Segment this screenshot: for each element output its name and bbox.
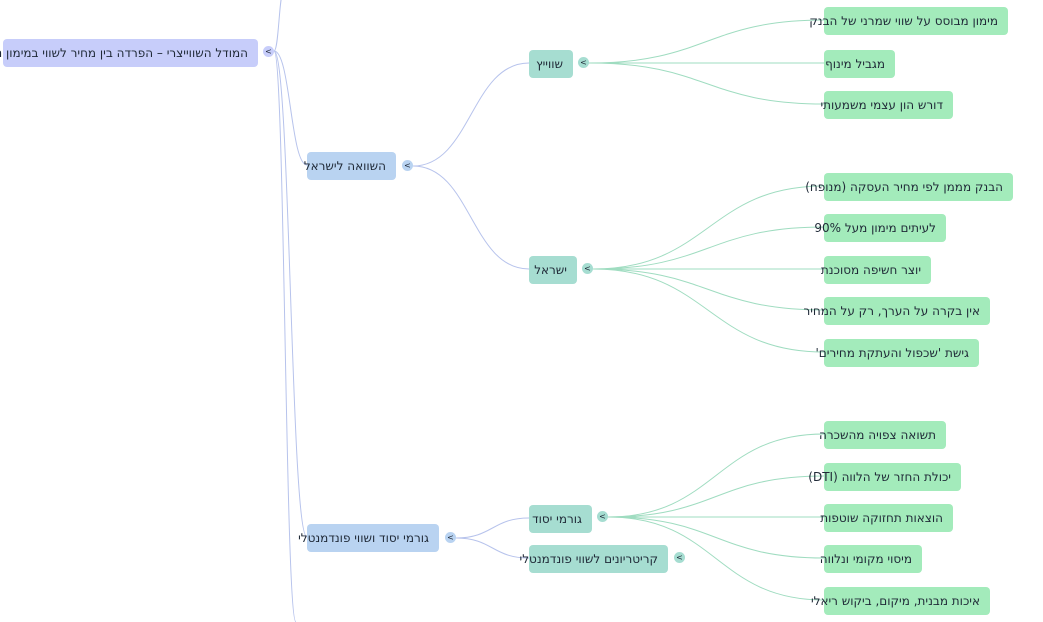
edge-sub-leaf bbox=[607, 516, 825, 601]
leaf-node[interactable]: גישת 'שכפול והעתקת מחירים' bbox=[816, 339, 979, 367]
leaf-node[interactable]: לעיתים מימון מעל 90% bbox=[814, 214, 946, 242]
branch-comparison-collapse-toggle[interactable]: < bbox=[402, 160, 413, 171]
branch-node-comparison-israel[interactable]: השוואה לישראל bbox=[304, 152, 396, 180]
leaf-node[interactable]: אין בקרה על הערך, רק על המחיר bbox=[803, 297, 990, 325]
root-node[interactable]: המודל השווייצרי – הפרדה בין מחיר לשווי ב… bbox=[0, 39, 258, 67]
edge-sub-leaf bbox=[607, 516, 825, 559]
leaf-node[interactable]: מגביל מינוף bbox=[824, 50, 895, 78]
leaf-node[interactable]: מיסוי מקומי ונלווה bbox=[820, 545, 922, 573]
sub-node-israel[interactable]: ישראל bbox=[529, 256, 577, 284]
edge-sub-leaf bbox=[588, 62, 825, 105]
edge-sub-leaf bbox=[588, 19, 825, 64]
sub-node-switzerland[interactable]: שווייץ bbox=[529, 50, 573, 78]
edge-sub-leaf bbox=[607, 475, 825, 518]
leaf-node[interactable]: איכות מבנית, מיקום, ביקוש ריאלי bbox=[811, 587, 990, 615]
sub-node-fundamental-criteria[interactable]: קריטריונים לשווי פונדמנטלי bbox=[520, 545, 668, 573]
edge-root-branch bbox=[273, 50, 308, 166]
branch-fundamentals-collapse-toggle[interactable]: < bbox=[445, 532, 456, 543]
edge-sub-leaf bbox=[592, 226, 825, 270]
branch-node-fundamentals[interactable]: גורמי יסוד ושווי פונדמנטלי bbox=[298, 524, 439, 552]
edge-root-branch bbox=[273, 50, 308, 538]
leaf-node[interactable]: תשואה צפויה מהשכרה bbox=[819, 421, 946, 449]
leaf-node[interactable]: מימון מבוסס על שווי שמרני של הבנק bbox=[809, 7, 1008, 35]
switzerland-collapse-toggle[interactable]: < bbox=[578, 57, 589, 68]
edge-branch-sub bbox=[412, 62, 530, 167]
israel-collapse-toggle[interactable]: < bbox=[582, 263, 593, 274]
edge-sub-leaf bbox=[592, 268, 825, 311]
fundamental-criteria-expand-toggle[interactable]: < bbox=[674, 552, 685, 563]
edge-sub-leaf bbox=[592, 185, 825, 270]
edge-branch-sub bbox=[412, 165, 530, 270]
edge-offscreen bbox=[273, 50, 297, 622]
edge-branch-sub bbox=[455, 517, 530, 539]
edge-sub-leaf bbox=[607, 433, 825, 518]
edge-offscreen bbox=[273, 0, 282, 52]
root-collapse-toggle[interactable]: < bbox=[263, 46, 274, 57]
basic-factors-collapse-toggle[interactable]: < bbox=[597, 511, 608, 522]
leaf-node[interactable]: יכולת החזר של הלווה (DTI) bbox=[808, 463, 961, 491]
edge-sub-leaf bbox=[592, 268, 825, 353]
edge-branch-sub bbox=[455, 537, 530, 559]
leaf-node[interactable]: הבנק מממן לפי מחיר העסקה (מנופח) bbox=[805, 173, 1013, 201]
leaf-node[interactable]: יוצר חשיפה מסוכנת bbox=[821, 256, 931, 284]
leaf-node[interactable]: הוצאות תחזוקה שוטפות bbox=[820, 504, 953, 532]
sub-node-basic-factors[interactable]: גורמי יסוד bbox=[529, 505, 592, 533]
leaf-node[interactable]: דורש הון עצמי משמעותי bbox=[820, 91, 953, 119]
